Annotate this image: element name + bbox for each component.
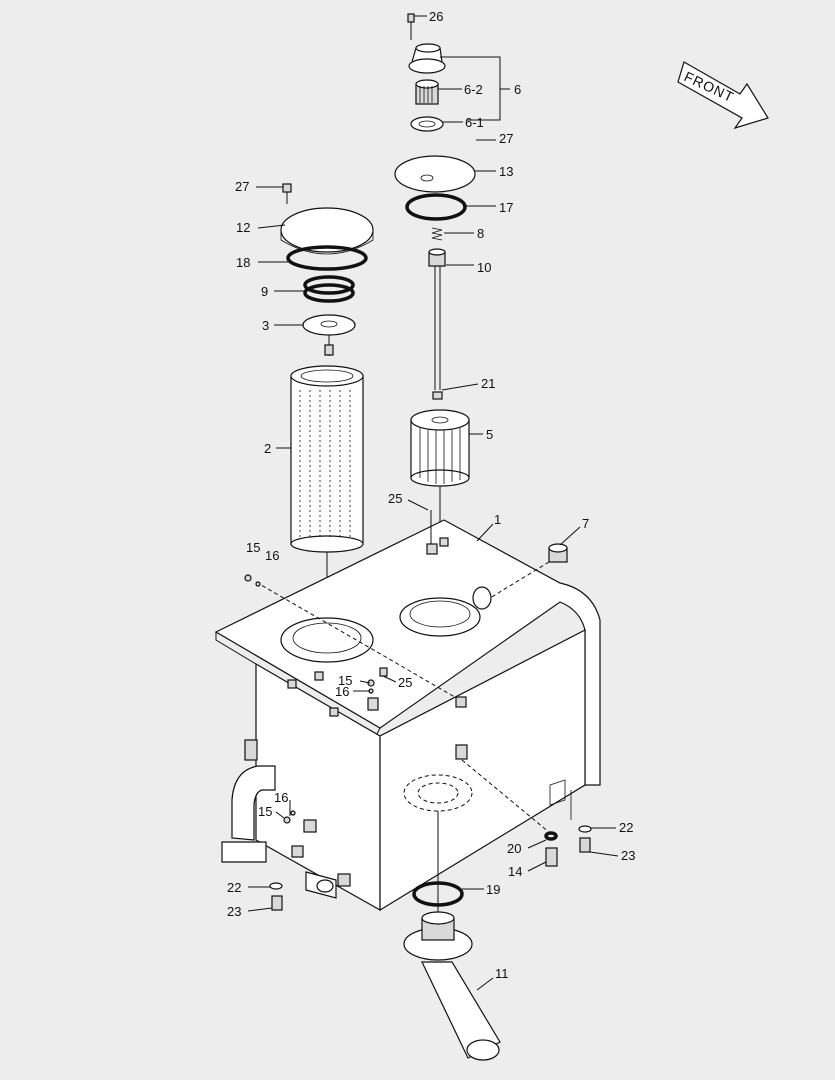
callout-25-mid: 25 <box>398 675 412 690</box>
callout-6-2: 6-2 <box>464 82 483 97</box>
callout-5: 5 <box>486 427 493 442</box>
callout-6-1: 6-1 <box>465 115 484 130</box>
breather-cap-assembly <box>394 13 476 625</box>
callout-25-top: 25 <box>388 491 402 506</box>
callout-labels: 26 6 6-2 6-1 27 13 17 8 10 27 12 18 9 3 … <box>227 9 635 981</box>
callout-9: 9 <box>261 284 268 299</box>
callout-23-left: 23 <box>227 904 241 919</box>
callout-15-top: 15 <box>246 540 260 555</box>
callout-10: 10 <box>477 260 491 275</box>
return-filter-assembly <box>280 183 374 640</box>
callout-7: 7 <box>582 516 589 531</box>
callout-27-right: 27 <box>499 131 513 146</box>
callout-2: 2 <box>264 441 271 456</box>
callout-22-right: 22 <box>619 820 633 835</box>
callout-21: 21 <box>481 376 495 391</box>
callout-16-low: 16 <box>274 790 288 805</box>
callout-3: 3 <box>262 318 269 333</box>
hydraulic-tank <box>214 519 601 925</box>
callout-20: 20 <box>507 841 521 856</box>
callout-14: 14 <box>508 864 522 879</box>
callout-12: 12 <box>236 220 250 235</box>
callout-27-left: 27 <box>235 179 249 194</box>
callout-23-right: 23 <box>621 848 635 863</box>
callout-8: 8 <box>477 226 484 241</box>
callout-1: 1 <box>494 512 501 527</box>
callout-16-top: 16 <box>265 548 279 563</box>
callout-22-left: 22 <box>227 880 241 895</box>
callout-18: 18 <box>236 255 250 270</box>
front-arrow: FRONT <box>677 61 769 130</box>
callout-11: 11 <box>495 966 509 981</box>
callout-13: 13 <box>499 164 513 179</box>
callout-15-mid: 15 <box>338 673 352 688</box>
callout-17: 17 <box>499 200 513 215</box>
callout-16-mid: 16 <box>335 684 349 699</box>
leader-lines <box>247 15 619 991</box>
callout-19: 19 <box>486 882 500 897</box>
suction-pipe-assembly <box>269 825 592 1061</box>
callout-6: 6 <box>514 82 521 97</box>
callout-15-low: 15 <box>258 804 272 819</box>
callout-26: 26 <box>429 9 443 24</box>
